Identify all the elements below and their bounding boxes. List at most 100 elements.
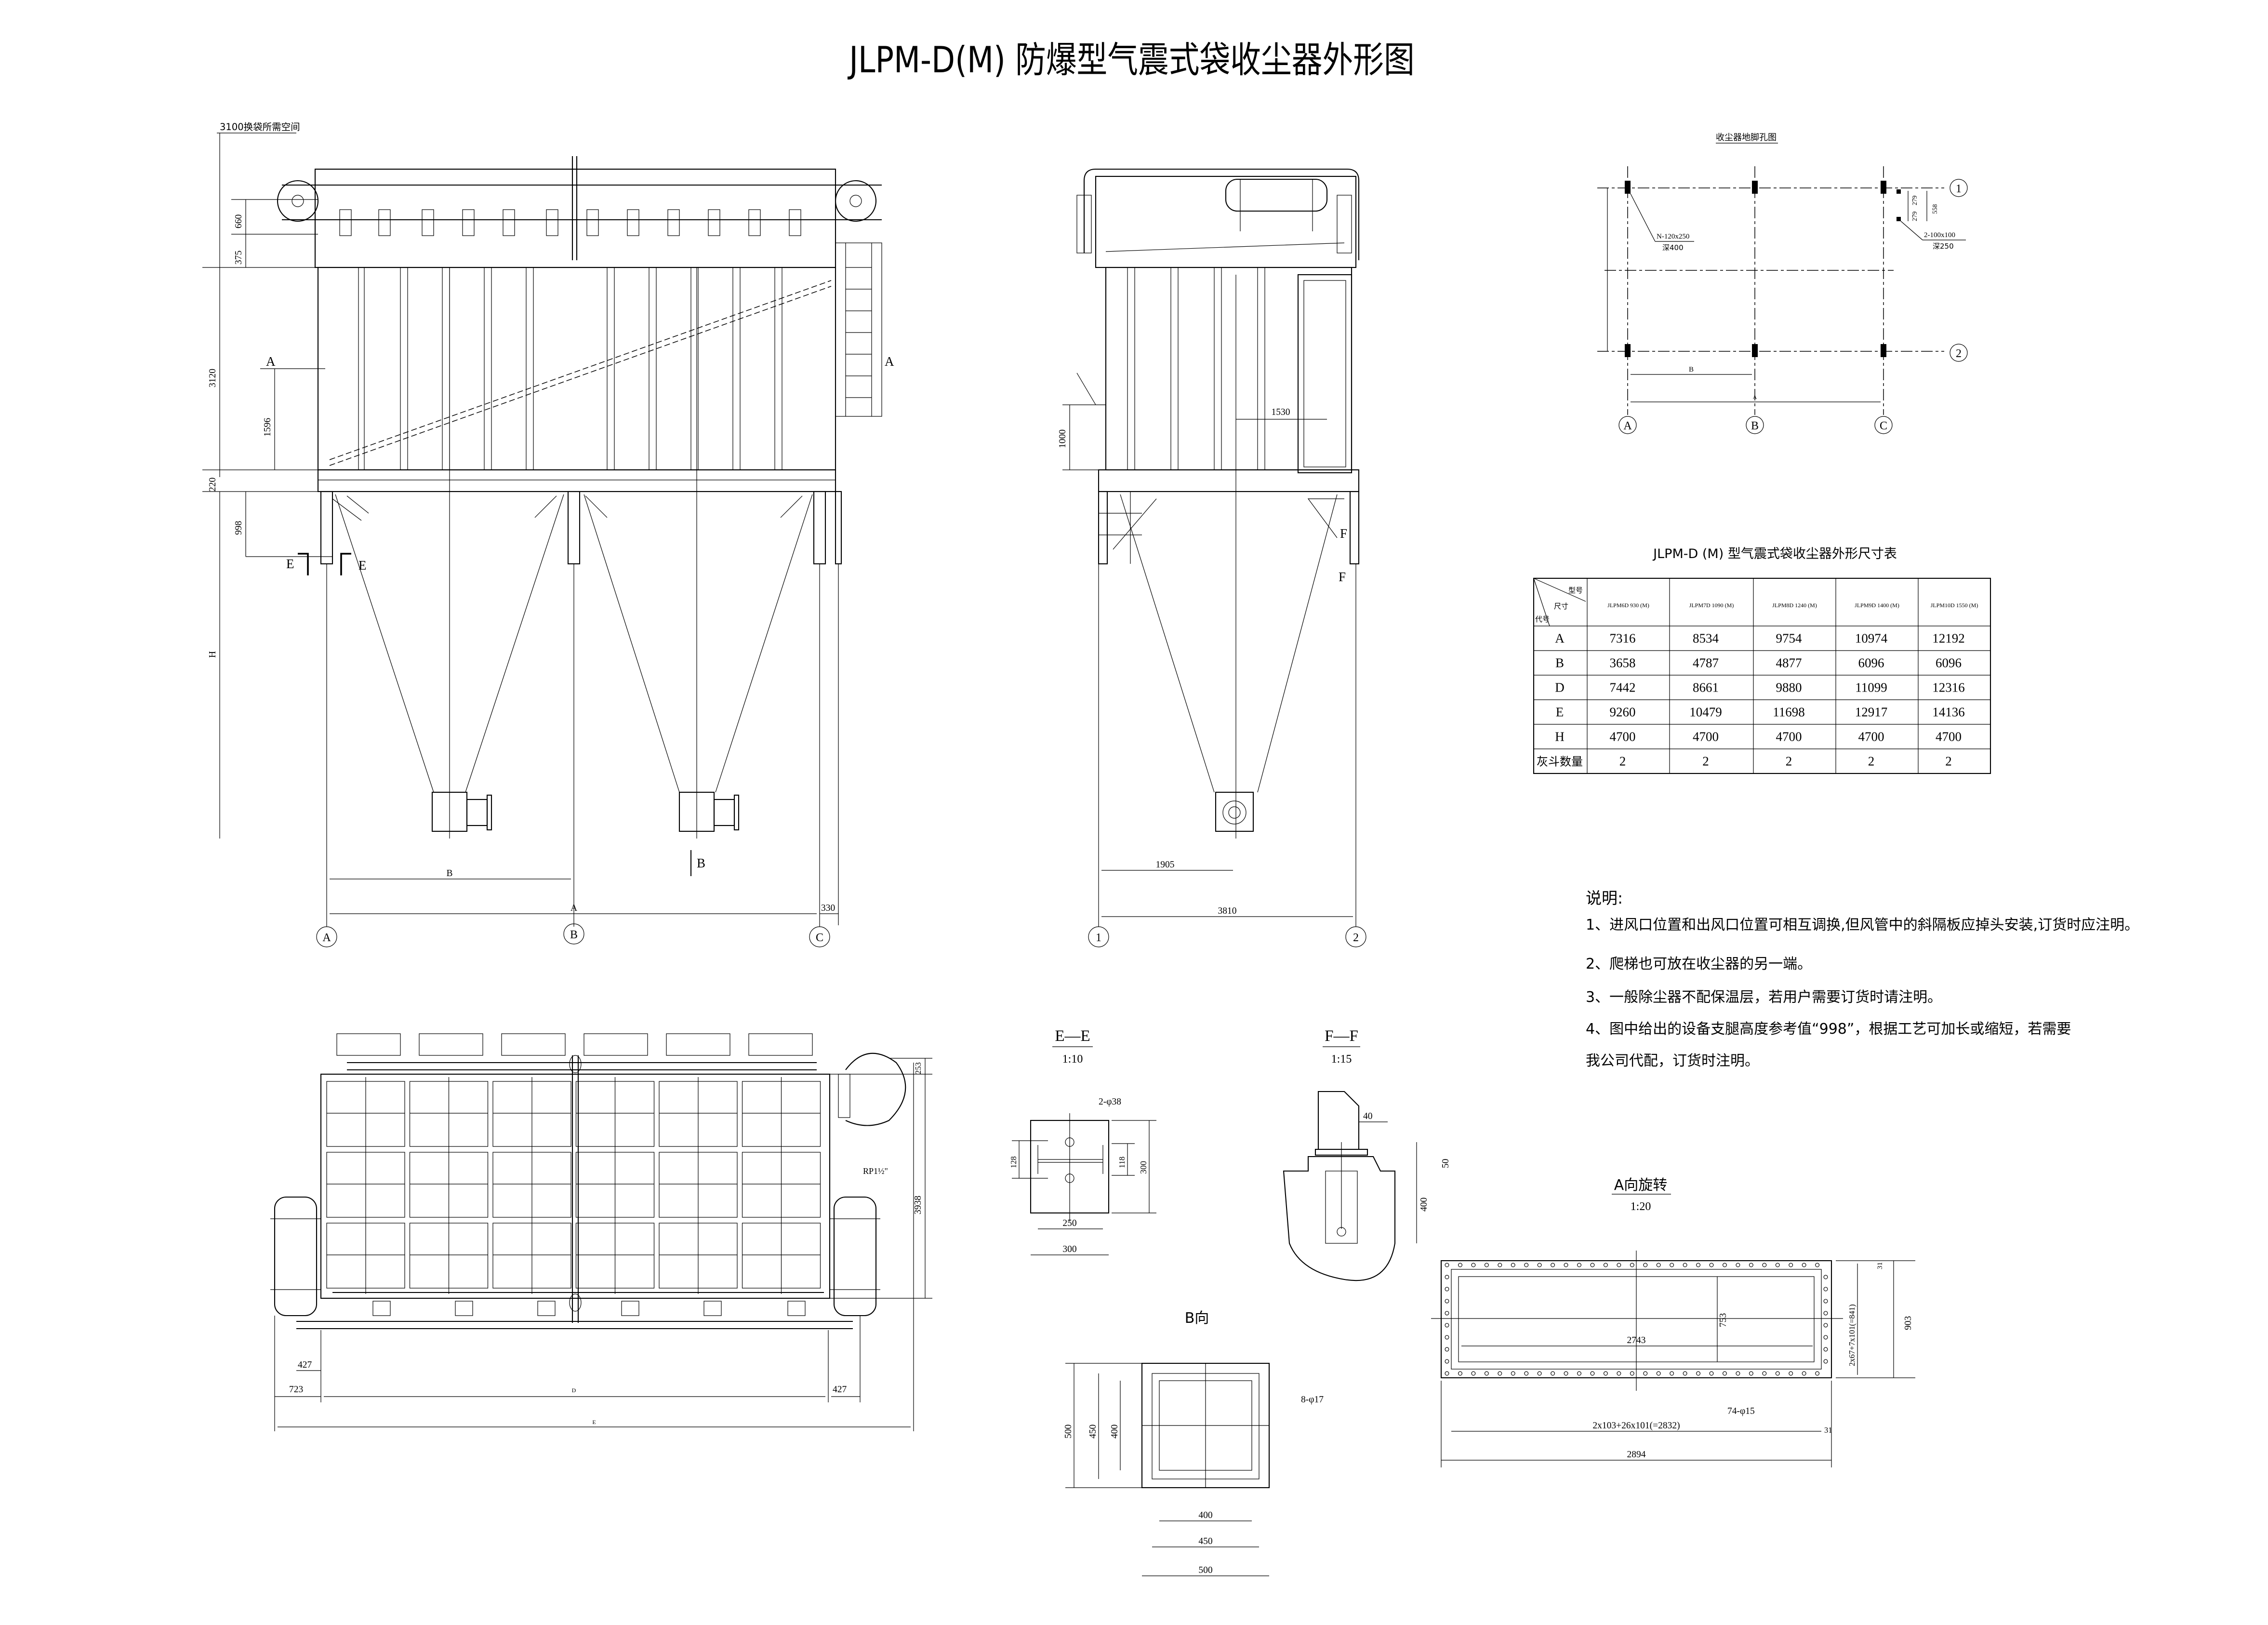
dim-903: 903: [1903, 1316, 1913, 1330]
bolt-hole: [1537, 1371, 1542, 1376]
bolt-hole: [1498, 1263, 1502, 1267]
dim-375: 375: [234, 251, 244, 265]
hole-small-depth: 深250: [1933, 242, 1954, 251]
dim-279-upper: 279: [1911, 196, 1918, 206]
table-cell: 2: [1945, 754, 1952, 769]
row-code: D: [1555, 680, 1565, 695]
size-table: JLPM-D (M) 型气震式袋收尘器外形尺寸表 型号 尺寸 代号 JLPM6D…: [1533, 546, 1991, 774]
bolt-hole: [1445, 1371, 1449, 1376]
plan-axis-b: B: [1751, 420, 1759, 432]
bolt-hole: [1736, 1371, 1740, 1376]
corner-model-label: 型号: [1568, 586, 1583, 595]
table-cell: 6096: [1858, 656, 1884, 670]
access-door: [1297, 274, 1353, 474]
view-b-title: B向: [1185, 1310, 1209, 1327]
table-cell: 11698: [1773, 705, 1804, 719]
bolt-hole: [1551, 1263, 1555, 1267]
rotary-valve-2: [678, 791, 740, 832]
hopper-side: [1120, 494, 1338, 793]
row-code: H: [1555, 730, 1565, 744]
axis-label-c: C: [816, 932, 823, 944]
bolt-hole: [1458, 1263, 1462, 1267]
dim-118: 118: [1117, 1157, 1127, 1168]
rp-thread-label: RP1½": [863, 1166, 888, 1176]
bolt-hole: [1445, 1335, 1449, 1340]
table-cell: 2: [1786, 754, 1792, 769]
size-table-title: JLPM-D (M) 型气震式袋收尘器外形尺寸表: [1652, 546, 1897, 561]
bolt-hole: [1458, 1371, 1462, 1376]
section-ee-title: E—E: [1055, 1027, 1090, 1045]
ladder: [835, 242, 882, 417]
dim-31-bottom: 31: [1824, 1425, 1832, 1435]
bolt-hole: [1683, 1371, 1687, 1376]
bolt-hole: [1823, 1299, 1828, 1304]
bolt-hole: [1762, 1263, 1767, 1267]
bolt-hole: [1445, 1299, 1449, 1304]
bolt-hole: [1709, 1371, 1714, 1376]
table-cell: 4787: [1693, 656, 1719, 670]
bolt-hole: [1670, 1371, 1674, 1376]
air-tank-left: [274, 1196, 318, 1317]
bolt-hole: [1789, 1263, 1793, 1267]
bolt-hole: [1617, 1371, 1621, 1376]
bolt-hole: [1630, 1263, 1634, 1267]
note-3: 3、一般除尘器不配保温层，若用户需要订货时请注明。: [1586, 989, 1942, 1006]
bolt-hole: [1445, 1287, 1449, 1292]
bolt-hole: [1445, 1263, 1449, 1267]
bolt-hole: [1789, 1371, 1793, 1376]
holes-74: 74-φ15: [1727, 1406, 1755, 1416]
section-f-f: F—F 1:15 40 50 400: [1283, 1027, 1451, 1281]
bolt-hole: [1511, 1263, 1515, 1267]
bolt-hole: [1524, 1263, 1529, 1267]
dim-v-450: 450: [1088, 1425, 1098, 1439]
dim-300-horizontal: 300: [1062, 1244, 1076, 1254]
dim-v-400: 400: [1110, 1425, 1120, 1439]
plan-axis-2: 2: [1956, 347, 1962, 360]
bolt-hole: [1696, 1371, 1701, 1376]
hopper-1: [335, 494, 564, 793]
table-cell: 14136: [1932, 705, 1965, 719]
table-cell: 7442: [1610, 680, 1636, 695]
bag-change-space-note: 3100换袋所需空间: [220, 121, 300, 133]
table-cell: 6096: [1936, 656, 1962, 670]
row-code: 灰斗数量: [1537, 755, 1583, 769]
dim-250: 250: [1062, 1218, 1076, 1228]
drawing-title: JLPM-D(M) 防爆型气震式袋收尘器外形图: [848, 39, 1415, 81]
hole-main-spec: N-120x250: [1657, 233, 1689, 240]
dim-400: 400: [1419, 1198, 1429, 1212]
note-4: 4、图中给出的设备支腿高度参考值“998”，根据工艺可加长或缩短，若需要: [1586, 1021, 2071, 1038]
top-plan-view: 427 723 D 427 E 253 3938 RP1½": [270, 1033, 932, 1431]
hopper-2: [584, 494, 813, 793]
air-tank-right: [833, 1196, 877, 1317]
bolt-hole: [1617, 1263, 1621, 1267]
bolt-hole: [1775, 1371, 1780, 1376]
view-a-rotated: A向旋转 1:20 2743 753 2x67+7x101(=841) 903 …: [1431, 1177, 1915, 1467]
dim-723: 723: [289, 1385, 303, 1395]
section-ee-scale: 1:10: [1062, 1053, 1083, 1066]
bolt-hole: [1484, 1263, 1489, 1267]
dim-e: E: [592, 1419, 596, 1425]
table-cell: 4877: [1776, 656, 1802, 670]
foundation-plan-title: 收尘器地脚孔图: [1716, 133, 1777, 143]
axis-label-a: A: [322, 932, 331, 944]
model-header: JLPM8D 1240 (M): [1772, 602, 1817, 609]
bolt-hole: [1823, 1335, 1828, 1340]
section-mark-f-upper: F: [1340, 526, 1347, 541]
bolt-hole: [1471, 1263, 1476, 1267]
model-header: JLPM10D 1550 (M): [1931, 602, 1978, 609]
notes: 说明: 1、进风口位置和出风口位置可相互调换,但风管中的斜隔板应掉头安装,订货时…: [1586, 889, 2139, 1069]
axis-label-b: B: [570, 929, 578, 941]
dim-50: 50: [1441, 1159, 1451, 1169]
model-header: JLPM9D 1400 (M): [1855, 602, 1899, 609]
bolt-hole: [1590, 1371, 1595, 1376]
bolt-hole: [1656, 1263, 1661, 1267]
table-cell: 4700: [1858, 730, 1884, 744]
bolt-hole: [1823, 1287, 1828, 1292]
hole-small-spec: 2-100x100: [1924, 231, 1955, 239]
pulley-left: [277, 180, 319, 222]
bolt-hole: [1445, 1347, 1449, 1352]
section-mark-e-left: E: [286, 557, 294, 571]
bolt-hole: [1696, 1263, 1701, 1267]
table-cell: 7316: [1610, 631, 1636, 646]
dim-1530: 1530: [1272, 407, 1290, 417]
